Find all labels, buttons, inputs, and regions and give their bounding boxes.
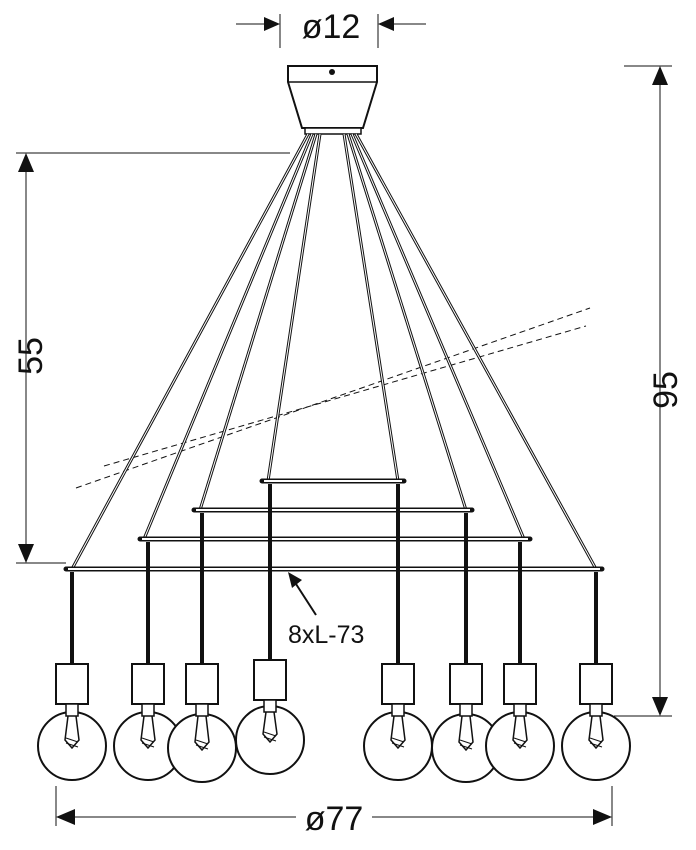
bulb-filament	[262, 711, 278, 744]
ceiling-canopy	[287, 65, 378, 135]
bulb-filament-detail	[141, 737, 155, 748]
top-diameter-label: ø12	[302, 8, 361, 46]
total-height-label: 95	[647, 371, 685, 409]
socket-collar	[65, 703, 79, 717]
bulb	[485, 711, 555, 781]
bulb	[235, 705, 305, 775]
support-wire-highlight	[267, 133, 321, 482]
support-wire-highlight	[143, 133, 313, 540]
cable-note-label: 8xL-73	[288, 621, 364, 649]
pendant	[431, 513, 501, 783]
socket	[579, 663, 613, 705]
pendants	[37, 484, 631, 783]
support-wire-highlight	[71, 133, 309, 570]
bulb	[561, 711, 631, 781]
bulb-filament-detail	[459, 739, 473, 750]
support-wire-highlight	[355, 133, 597, 570]
bulb-filament	[194, 715, 210, 752]
arm-height-label: 55	[12, 337, 50, 375]
socket	[381, 663, 415, 705]
bulb	[167, 713, 237, 783]
top-diameter-dimension: ø12	[236, 8, 426, 48]
bottom-diameter-dimension: ø77	[55, 786, 613, 838]
pendant	[485, 542, 555, 781]
support-wire-highlight	[343, 133, 399, 482]
bulb-filament	[588, 715, 604, 750]
bulb-filament-detail	[65, 737, 79, 748]
bulb-filament-detail	[589, 737, 603, 748]
socket-collar	[391, 703, 405, 717]
socket-collar	[195, 703, 209, 717]
bulb-filament	[458, 715, 474, 752]
support-wire-highlight	[351, 133, 525, 540]
arm-height-dimension: 55	[12, 152, 290, 564]
socket	[131, 663, 165, 705]
pendant	[235, 484, 305, 775]
pendant	[167, 513, 237, 783]
bulb-filament-detail	[391, 737, 405, 748]
socket-collar	[141, 703, 155, 717]
support-wire-highlight	[199, 133, 317, 511]
socket-collar	[589, 703, 603, 717]
socket	[253, 659, 287, 701]
pendant	[363, 484, 433, 781]
bulb	[37, 711, 107, 781]
socket	[55, 663, 89, 705]
bulb-filament-detail	[513, 737, 527, 748]
socket-collar	[263, 699, 277, 713]
cable-note: 8xL-73	[288, 572, 364, 649]
socket-collar	[513, 703, 527, 717]
pendant	[561, 572, 631, 781]
bulb-filament	[512, 715, 528, 750]
bulb-filament-detail	[195, 739, 209, 750]
support-wire-highlight	[347, 133, 467, 511]
bulb-filament	[140, 715, 156, 750]
pendant	[37, 572, 107, 781]
socket	[449, 663, 483, 705]
pendant	[113, 542, 183, 781]
bulb-filament	[64, 715, 80, 750]
socket-collar	[459, 703, 473, 717]
bottom-diameter-label: ø77	[305, 800, 364, 838]
socket	[503, 663, 537, 705]
socket	[185, 663, 219, 705]
bulb	[363, 711, 433, 781]
support-wires	[70, 133, 598, 570]
total-height-dimension: 95	[614, 65, 685, 717]
bulb-filament	[390, 715, 406, 750]
bulb-filament-detail	[263, 731, 277, 742]
break-lines	[75, 307, 591, 489]
